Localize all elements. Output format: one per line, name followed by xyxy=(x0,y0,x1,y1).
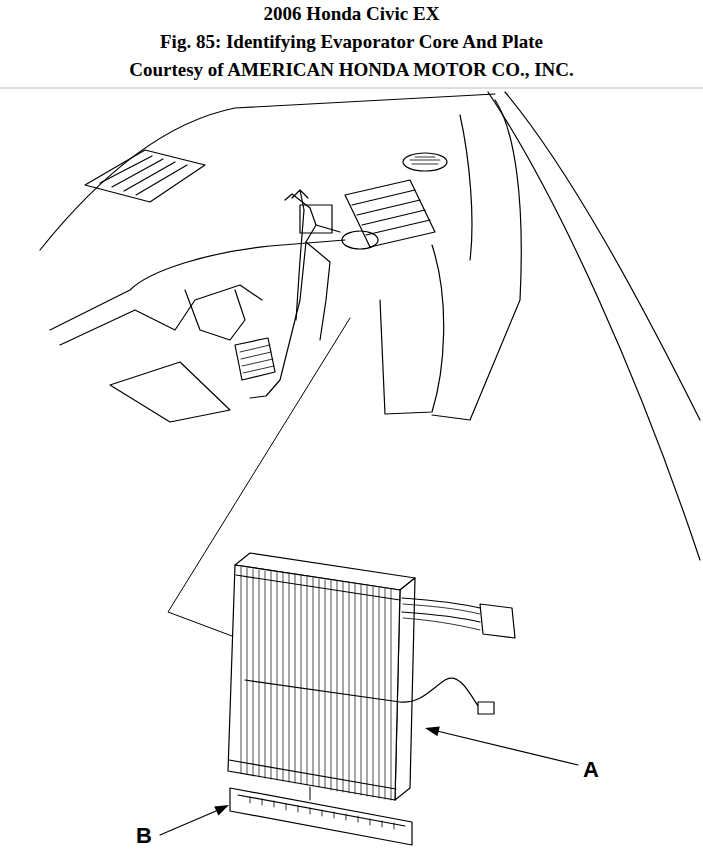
evaporator-core xyxy=(228,565,400,800)
air-vent xyxy=(85,150,205,202)
wire-harness xyxy=(250,194,316,398)
evaporator-plate xyxy=(230,788,412,845)
duct-grille xyxy=(235,338,275,380)
grille-mesh xyxy=(410,157,440,164)
harness-clip xyxy=(342,231,378,249)
pillar-line xyxy=(488,92,700,560)
plate-groove xyxy=(238,795,405,826)
dashboard-top xyxy=(40,94,495,250)
connector-bracket xyxy=(300,205,332,233)
heater-unit xyxy=(60,285,262,345)
refrigerant-pipe xyxy=(403,604,480,630)
core-fins xyxy=(241,567,391,800)
header-rule xyxy=(0,88,703,89)
arrowhead xyxy=(214,805,229,815)
pipe-fitting xyxy=(480,604,515,638)
speaker-grille xyxy=(403,153,447,171)
plate-teeth xyxy=(250,797,394,829)
figure-caption: Fig. 85: Identifying Evaporator Core And… xyxy=(0,29,703,54)
sensor-wire xyxy=(245,678,478,706)
core-tank xyxy=(229,575,400,789)
figure-title: 2006 Honda Civic EX xyxy=(0,1,703,26)
pillar-line xyxy=(505,92,700,420)
callout-letter: B xyxy=(136,823,152,849)
dashboard-edge xyxy=(460,115,472,260)
arrowhead xyxy=(425,726,440,736)
dashboard-side xyxy=(432,100,521,420)
callout-letter: A xyxy=(583,757,599,783)
vent-slats xyxy=(352,190,430,235)
leader-line xyxy=(160,811,216,835)
grille-slats xyxy=(240,345,274,373)
credit-line: Courtesy of AMERICAN HONDA MOTOR CO., IN… xyxy=(0,57,703,82)
heater-unit xyxy=(185,290,245,340)
wire-harness xyxy=(306,225,340,340)
vent-slats xyxy=(100,156,187,195)
air-vent xyxy=(345,180,435,247)
sensor-connector xyxy=(478,702,494,714)
leader-line xyxy=(437,731,578,765)
heater-unit xyxy=(110,362,230,422)
glovebox-panel xyxy=(380,245,444,414)
assembly-line xyxy=(310,787,311,800)
refrigerant-pipe xyxy=(402,598,480,622)
